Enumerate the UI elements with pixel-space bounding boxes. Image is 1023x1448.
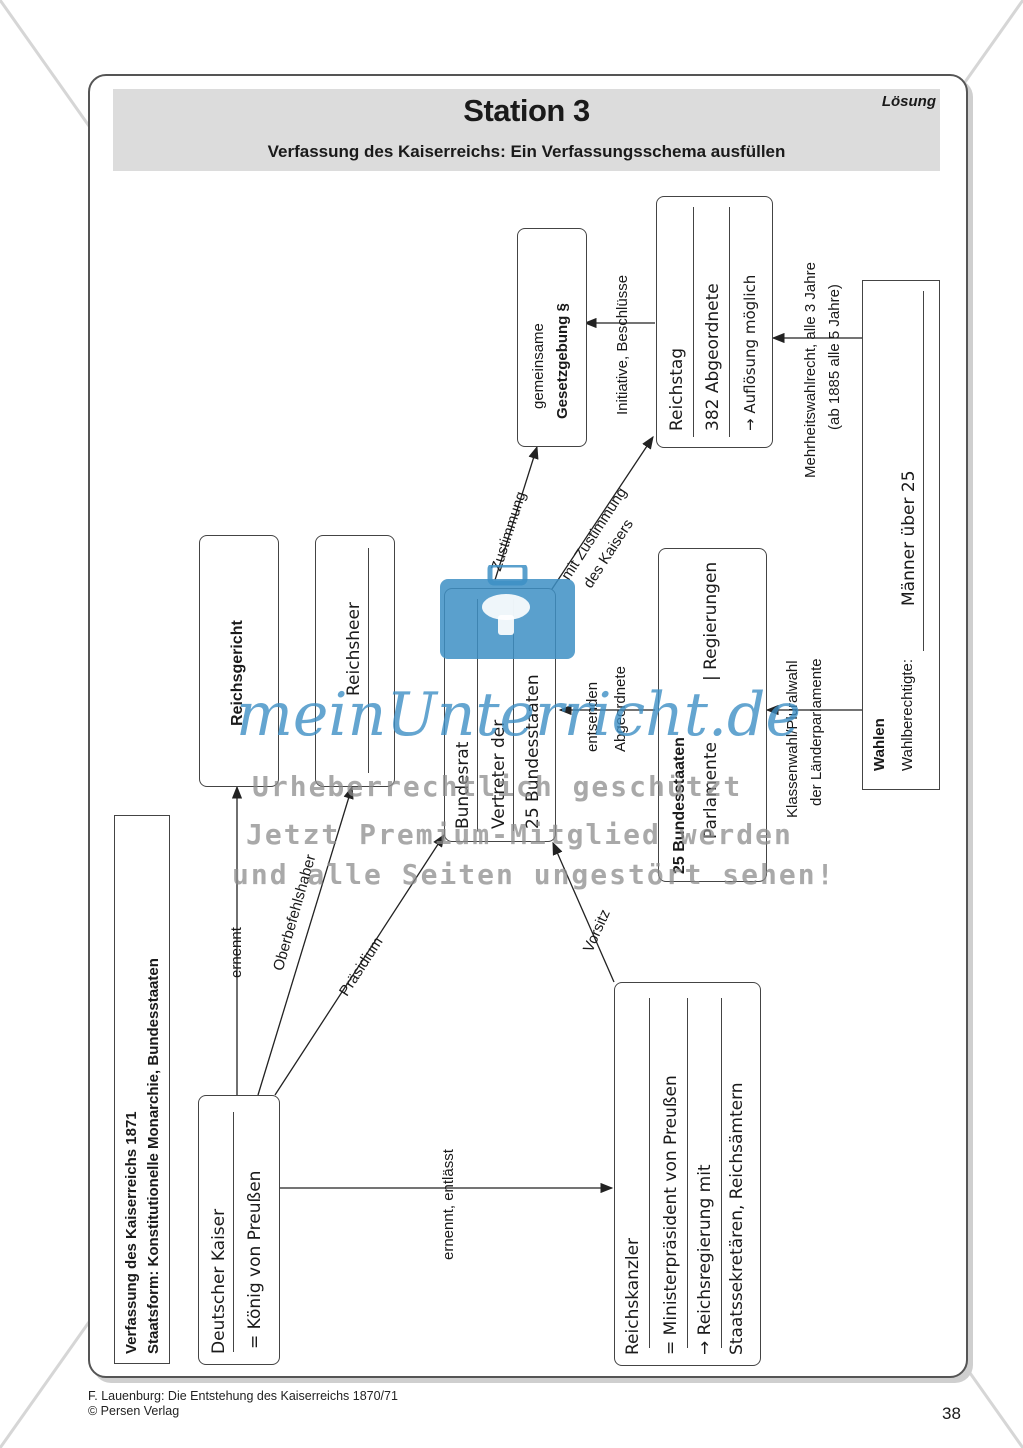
footer-publisher: © Persen Verlag [88,1404,180,1418]
reichstag-title: Reichstag [667,347,687,431]
kaiser-title: Deutscher Kaiser [209,1208,229,1354]
wahlen-box: Wahlen Wahlberechtigte: Männer über 25 [862,280,940,790]
wahlen-title: Wahlen [871,718,888,771]
kaiser-box: Deutscher Kaiser = König von Preußen [198,1095,280,1365]
header-bar: Station 3 Verfassung des Kaiserreichs: E… [113,89,940,171]
solution-badge: Lösung [881,93,936,110]
wahlen-value: Männer über 25 [899,470,919,606]
reichskanzler-title: Reichskanzler [623,1237,643,1355]
info-box: Verfassung des Kaiserreichs 1871 Staatsf… [114,815,170,1364]
gesetzgebung-box: gemeinsame Gesetzgebung § [517,228,587,447]
watermark-line2: Jetzt Premium-Mitglied werden [246,818,793,851]
page-title: Station 3 [463,93,590,128]
reichskanzler-line1: = Ministerpräsident von Preußen [661,1075,681,1355]
watermark-line1: Urheberrechtlich geschützt [252,770,743,803]
bundesstaaten-regierungen: | Regierungen [701,561,721,681]
reichskanzler-line2: → Reichsregierung mit [695,1164,715,1355]
reichstag-line1: 382 Abgeordnete [703,283,723,431]
label-laenderparlamente: der Länderparlamente [808,658,825,806]
reichsheer-box: Reichsheer [315,535,395,787]
label-initiative: Initiative, Beschlüsse [614,274,631,415]
watermark-brand: meinUnterricht.de [236,680,801,750]
bundesstaaten-box: 25 Bundesstaaten Parlamente | Regierunge… [658,548,767,882]
bundesstaaten-title: 25 Bundesstaaten [671,737,688,874]
wahlen-label: Wahlberechtigte: [899,658,916,771]
reichskanzler-line3: Staatssekretären, Reichsämtern [727,1082,747,1355]
info-box-title: Verfassung des Kaiserreichs 1871 [123,1111,140,1354]
page-subtitle: Verfassung des Kaiserreichs: Ein Verfass… [267,142,786,161]
footer: F. Lauenburg: Die Entstehung des Kaiserr… [88,1389,398,1419]
gesetzgebung-line2: Gesetzgebung § [554,303,571,419]
kaiser-line: = König von Preußen [245,1170,265,1349]
page-number: 38 [942,1404,961,1423]
label-mehrheitswahlrecht: Mehrheitswahlrecht, alle 3 Jahre [802,262,819,478]
watermark-logo [440,562,575,660]
reichskanzler-box: Reichskanzler = Ministerpräsident von Pr… [614,982,761,1366]
watermark-line3: und alle Seiten ungestört sehen! [232,858,836,891]
label-ernennt-entlaesst: ernennt, entlässt [440,1149,457,1260]
footer-citation: F. Lauenburg: Die Entstehung des Kaiserr… [88,1389,398,1403]
info-box-staatsform: Staatsform: Konstitutionelle Monarchie, … [145,958,162,1354]
gesetzgebung-line1: gemeinsame [530,323,547,409]
label-ab-1885: (ab 1885 alle 5 Jahre) [826,284,843,430]
reichsgericht-box: Reichsgericht [199,535,279,787]
label-ernennt: ernennt [228,927,245,978]
reichstag-line2: → Auflösung möglich [741,274,759,431]
reichstag-box: Reichstag 382 Abgeordnete → Auflösung mö… [656,196,773,448]
